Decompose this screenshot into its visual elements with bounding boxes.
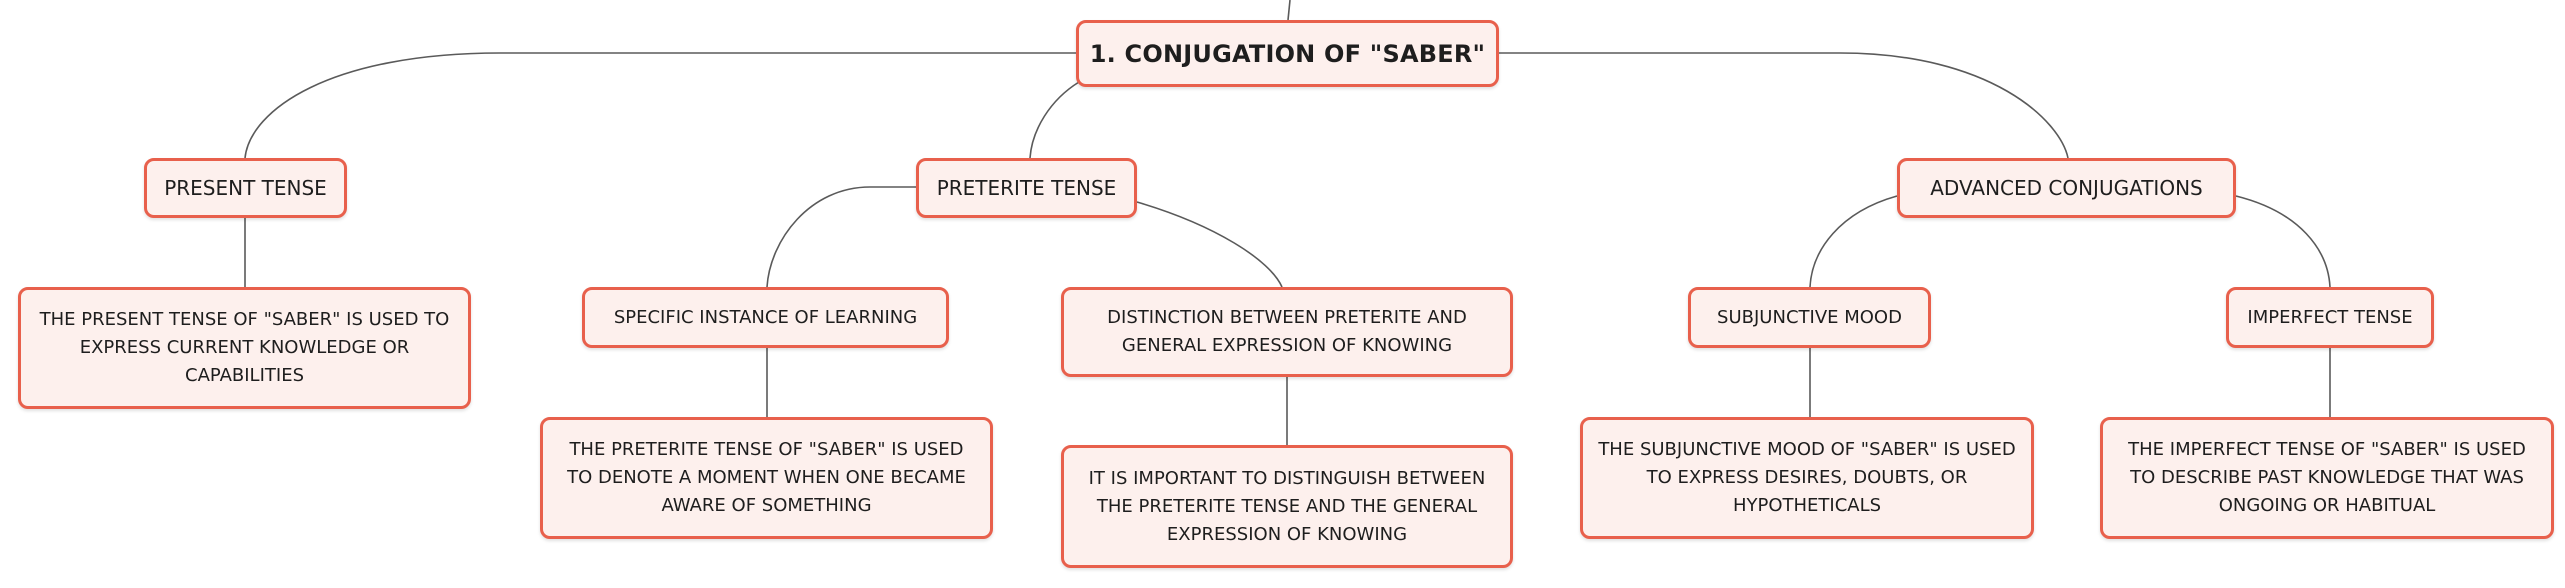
subtopic-subjunctive-mood[interactable]: SUBJUNCTIVE MOOD: [1688, 287, 1931, 348]
note-subjunctive-mood-text: THE SUBJUNCTIVE MOOD OF "SABER" IS USED …: [1598, 439, 2016, 516]
note-subjunctive-mood[interactable]: THE SUBJUNCTIVE MOOD OF "SABER" IS USED …: [1580, 417, 2034, 539]
subtopic-distinction[interactable]: DISTINCTION BETWEEN PRETERITE AND GENERA…: [1061, 287, 1513, 377]
connector-parent-to-root: [1287, 0, 1291, 21]
subtopic-subjunctive-mood-label: SUBJUNCTIVE MOOD: [1717, 306, 1902, 328]
connector-preterite-to-distinction: [1136, 201, 1283, 288]
root-node[interactable]: 1. CONJUGATION OF "SABER": [1076, 20, 1499, 87]
note-distinction-text: IT IS IMPORTANT TO DISTINGUISH BETWEEN T…: [1088, 467, 1486, 545]
topic-present-tense-label: PRESENT TENSE: [164, 176, 327, 200]
note-imperfect-tense[interactable]: THE IMPERFECT TENSE OF "SABER" IS USED T…: [2100, 417, 2554, 539]
note-imperfect-tense-text: THE IMPERFECT TENSE OF "SABER" IS USED T…: [2128, 439, 2526, 516]
note-specific-instance-text: THE PRETERITE TENSE OF "SABER" IS USED T…: [567, 439, 966, 516]
topic-present-tense[interactable]: PRESENT TENSE: [144, 158, 347, 218]
subtopic-specific-instance[interactable]: SPECIFIC INSTANCE OF LEARNING: [582, 287, 949, 348]
connector-root-to-advanced: [1499, 52, 2069, 159]
topic-advanced-conjugations[interactable]: ADVANCED CONJUGATIONS: [1897, 158, 2236, 218]
connector-root-to-present: [244, 52, 1076, 159]
topic-advanced-conjugations-label: ADVANCED CONJUGATIONS: [1930, 176, 2203, 200]
connector-advanced-to-imperfect: [2235, 195, 2331, 288]
subtopic-imperfect-tense-label: IMPERFECT TENSE: [2247, 306, 2413, 328]
topic-preterite-tense[interactable]: PRETERITE TENSE: [916, 158, 1137, 218]
connector-preterite-to-specific: [766, 186, 916, 288]
topic-preterite-tense-label: PRETERITE TENSE: [936, 176, 1117, 200]
note-present-tense-text: THE PRESENT TENSE OF "SABER" IS USED TO …: [39, 309, 450, 386]
connector-root-to-preterite: [1029, 81, 1080, 159]
subtopic-specific-instance-label: SPECIFIC INSTANCE OF LEARNING: [613, 306, 918, 328]
root-node-label: 1. CONJUGATION OF "SABER": [1089, 39, 1486, 68]
subtopic-imperfect-tense[interactable]: IMPERFECT TENSE: [2226, 287, 2434, 348]
connector-advanced-to-subjunctive: [1809, 195, 1898, 288]
note-present-tense[interactable]: THE PRESENT TENSE OF "SABER" IS USED TO …: [18, 287, 471, 409]
note-distinction[interactable]: IT IS IMPORTANT TO DISTINGUISH BETWEEN T…: [1061, 445, 1513, 568]
subtopic-distinction-label: DISTINCTION BETWEEN PRETERITE AND GENERA…: [1107, 307, 1467, 356]
note-specific-instance[interactable]: THE PRETERITE TENSE OF "SABER" IS USED T…: [540, 417, 993, 539]
